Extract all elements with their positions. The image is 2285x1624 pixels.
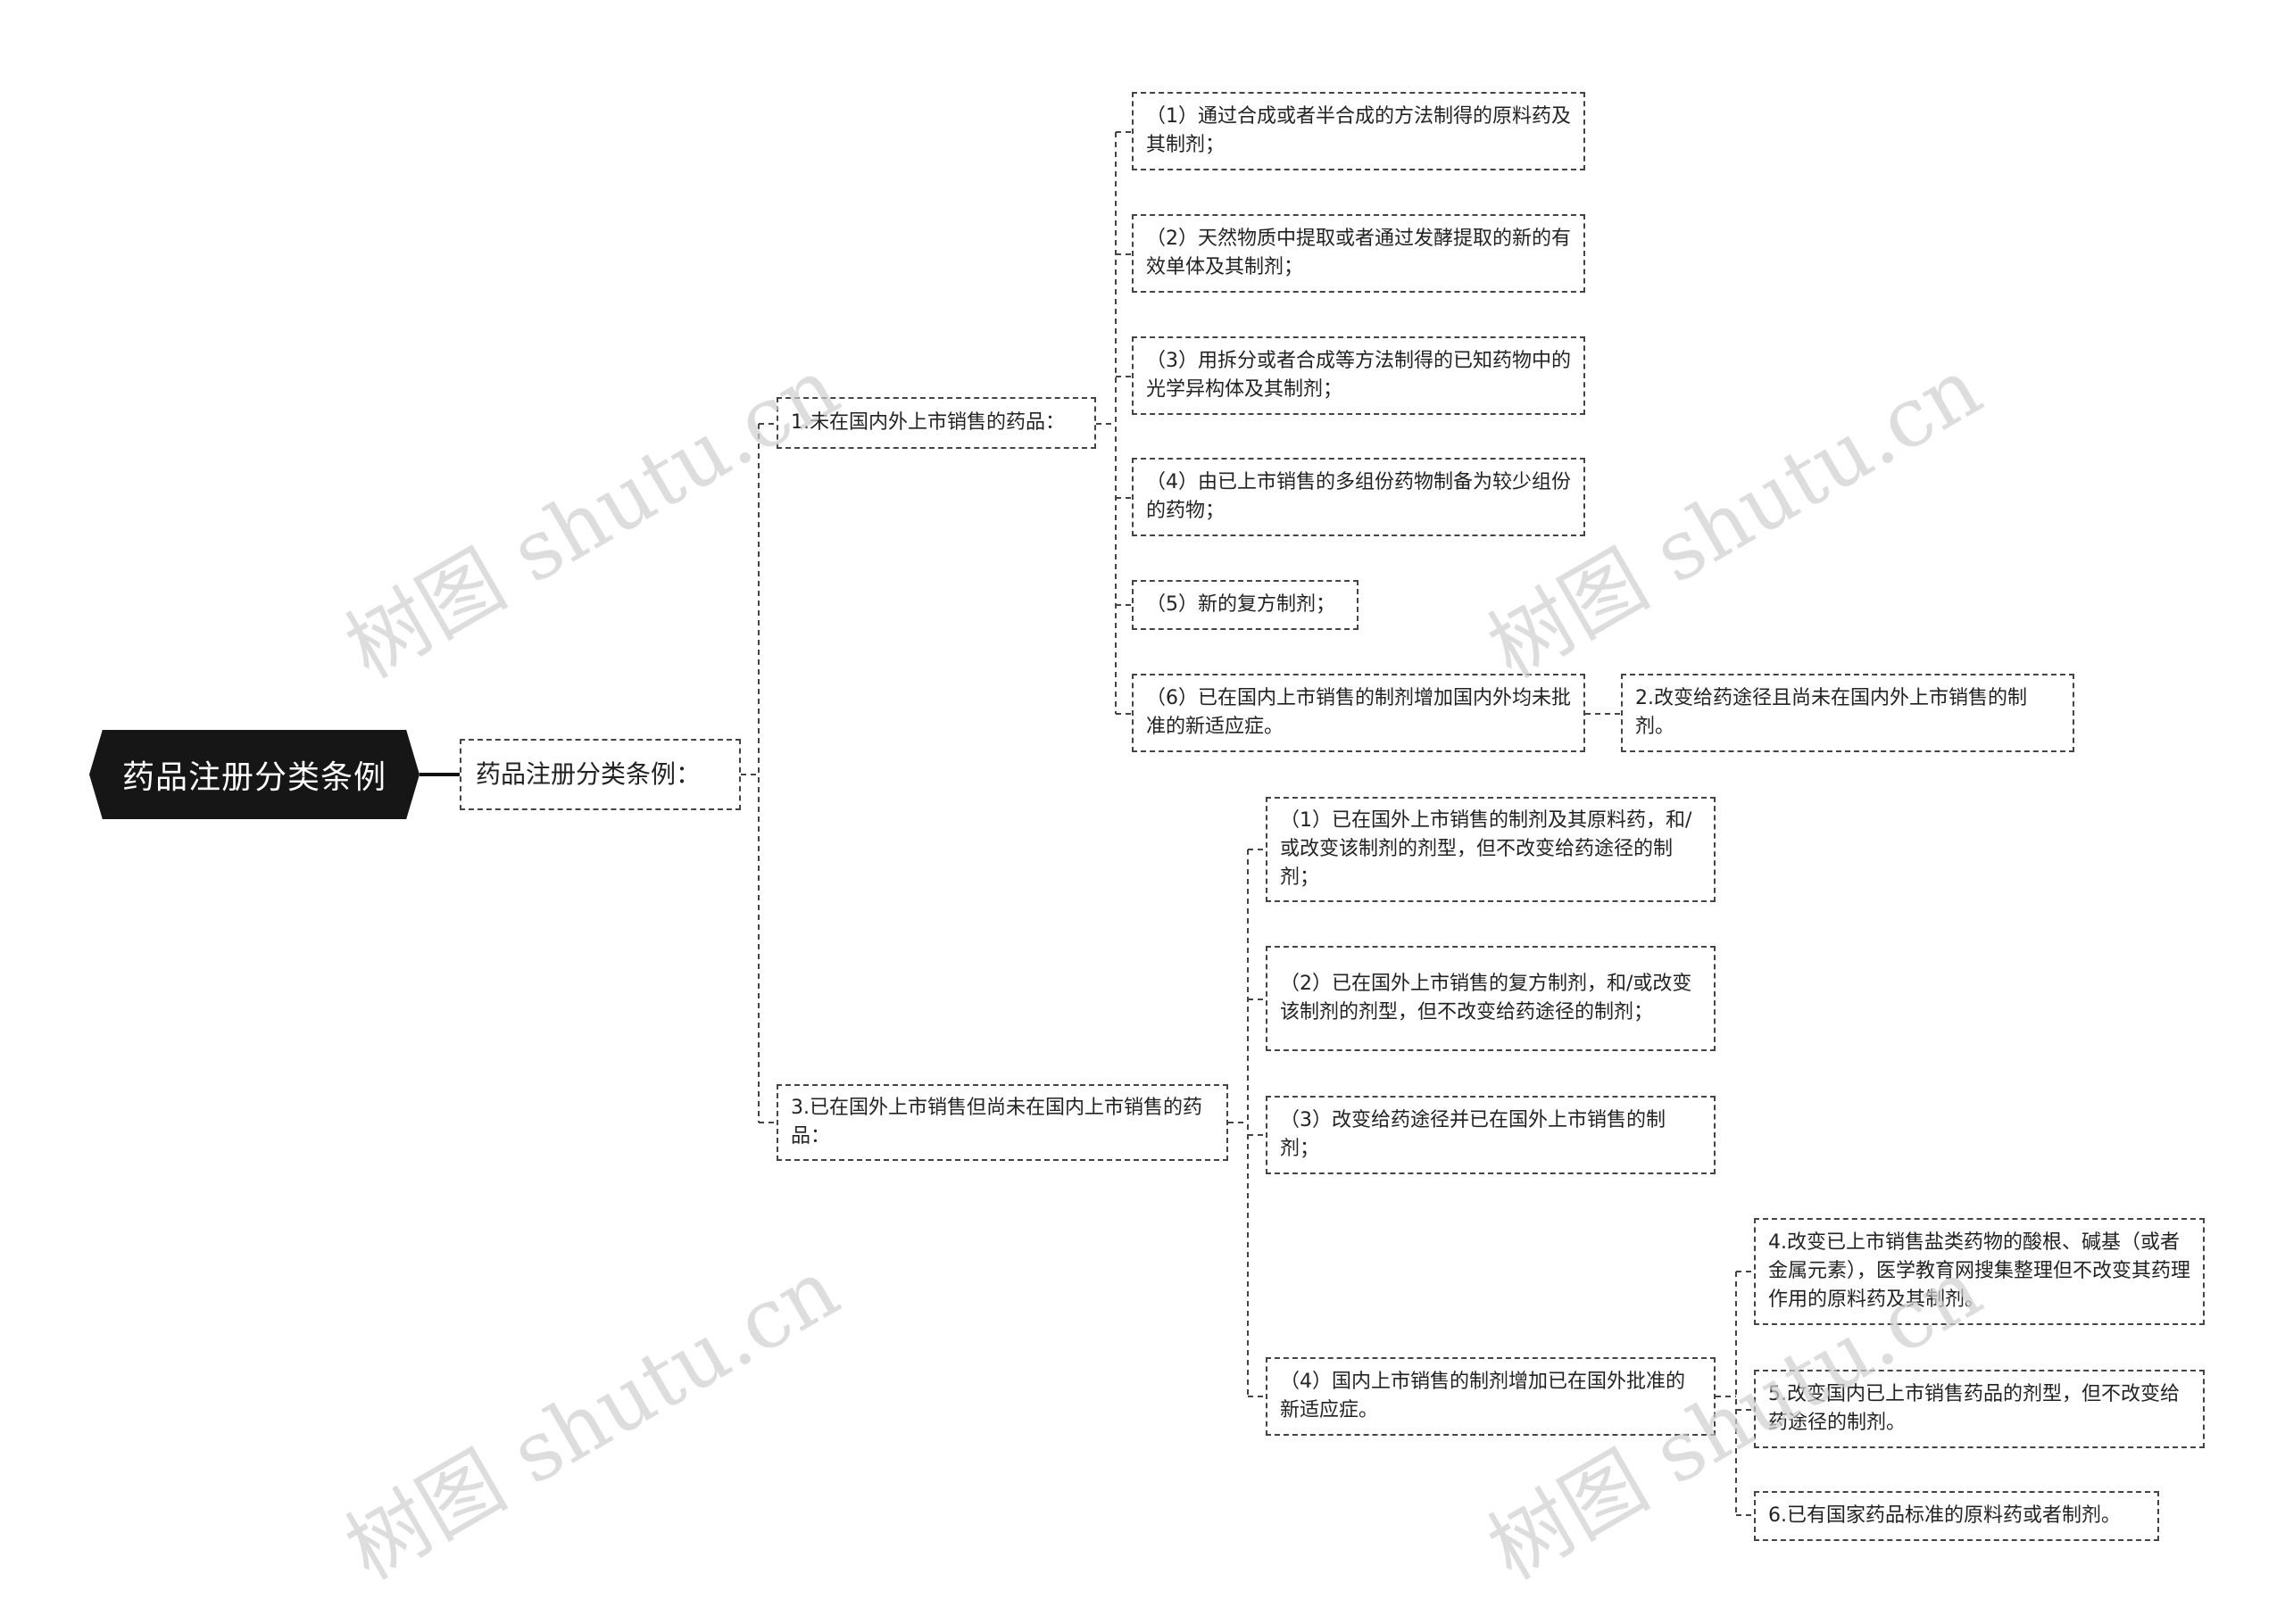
b3-child-1[interactable]: （1）已在国外上市销售的制剂及其原料药，和/或改变该制剂的剂型，但不改变给药途径… xyxy=(1266,797,1716,902)
branch1-node[interactable]: 1.未在国内外上市销售的药品： xyxy=(777,397,1096,449)
b3-extra-6[interactable]: 6.已有国家药品标准的原料药或者制剂。 xyxy=(1754,1491,2159,1541)
level1-label: 药品注册分类条例： xyxy=(476,759,702,789)
b1-child-2[interactable]: （2）天然物质中提取或者通过发酵提取的新的有效单体及其制剂； xyxy=(1132,214,1585,293)
b1-extra-2-label: 2.改变给药途径且尚未在国内外上市销售的制剂。 xyxy=(1635,687,2027,738)
b3-child-2[interactable]: （2）已在国外上市销售的复方制剂，和/或改变该制剂的剂型，但不改变给药途径的制剂… xyxy=(1266,946,1716,1051)
root-label: 药品注册分类条例 xyxy=(121,759,386,796)
branch3-node[interactable]: 3.已在国外上市销售但尚未在国内上市销售的药品： xyxy=(777,1084,1228,1161)
b3-extra-4[interactable]: 4.改变已上市销售盐类药物的酸根、碱基（或者金属元素），医学教育网搜集整理但不改… xyxy=(1754,1218,2205,1325)
b1-child-4[interactable]: （4）由已上市销售的多组份药物制备为较少组份的药物； xyxy=(1132,458,1585,536)
b3-child-1-label: （1）已在国外上市销售的制剂及其原料药，和/或改变该制剂的剂型，但不改变给药途径… xyxy=(1280,809,1692,889)
watermark: 树图 shutu.cn xyxy=(330,339,854,697)
watermark: 树图 shutu.cn xyxy=(330,1240,854,1598)
b3-child-3-label: （3）改变给药途径并已在国外上市销售的制剂； xyxy=(1280,1109,1666,1160)
b1-child-4-label: （4）由已上市销售的多组份药物制备为较少组份的药物； xyxy=(1146,471,1571,522)
b3-child-4-label: （4）国内上市销售的制剂增加已在国外批准的新适应症。 xyxy=(1280,1371,1685,1421)
b1-child-6[interactable]: （6）已在国内上市销售的制剂增加国内外均未批准的新适应症。 xyxy=(1132,674,1585,752)
b3-extra-5[interactable]: 5.改变国内已上市销售药品的剂型，但不改变给药途径的制剂。 xyxy=(1754,1370,2205,1448)
b1-child-3[interactable]: （3）用拆分或者合成等方法制得的已知药物中的光学异构体及其制剂； xyxy=(1132,336,1585,415)
b1-child-2-label: （2）天然物质中提取或者通过发酵提取的新的有效单体及其制剂； xyxy=(1146,228,1571,278)
b1-child-1[interactable]: （1）通过合成或者半合成的方法制得的原料药及其制剂； xyxy=(1132,92,1585,170)
root-node[interactable]: 药品注册分类条例 xyxy=(89,730,420,819)
b1-child-5[interactable]: （5）新的复方制剂； xyxy=(1132,580,1359,630)
b3-extra-4-label: 4.改变已上市销售盐类药物的酸根、碱基（或者金属元素），医学教育网搜集整理但不改… xyxy=(1768,1231,2191,1311)
b3-child-3[interactable]: （3）改变给药途径并已在国外上市销售的制剂； xyxy=(1266,1096,1716,1174)
b1-child-5-label: （5）新的复方制剂； xyxy=(1146,593,1335,616)
b3-child-4[interactable]: （4）国内上市销售的制剂增加已在国外批准的新适应症。 xyxy=(1266,1357,1716,1436)
b1-child-1-label: （1）通过合成或者半合成的方法制得的原料药及其制剂； xyxy=(1146,105,1571,156)
b3-child-2-label: （2）已在国外上市销售的复方制剂，和/或改变该制剂的剂型，但不改变给药途径的制剂… xyxy=(1280,973,1692,1023)
b1-extra-2[interactable]: 2.改变给药途径且尚未在国内外上市销售的制剂。 xyxy=(1621,674,2074,752)
b1-child-3-label: （3）用拆分或者合成等方法制得的已知药物中的光学异构体及其制剂； xyxy=(1146,350,1571,401)
level1-node[interactable]: 药品注册分类条例： xyxy=(460,739,741,810)
b3-extra-6-label: 6.已有国家药品标准的原料药或者制剂。 xyxy=(1768,1504,2121,1527)
b1-child-6-label: （6）已在国内上市销售的制剂增加国内外均未批准的新适应症。 xyxy=(1146,687,1571,738)
branch3-label: 3.已在国外上市销售但尚未在国内上市销售的药品： xyxy=(791,1097,1202,1148)
branch1-label: 1.未在国内外上市销售的药品： xyxy=(791,411,1065,434)
b3-extra-5-label: 5.改变国内已上市销售药品的剂型，但不改变给药途径的制剂。 xyxy=(1768,1383,2180,1434)
